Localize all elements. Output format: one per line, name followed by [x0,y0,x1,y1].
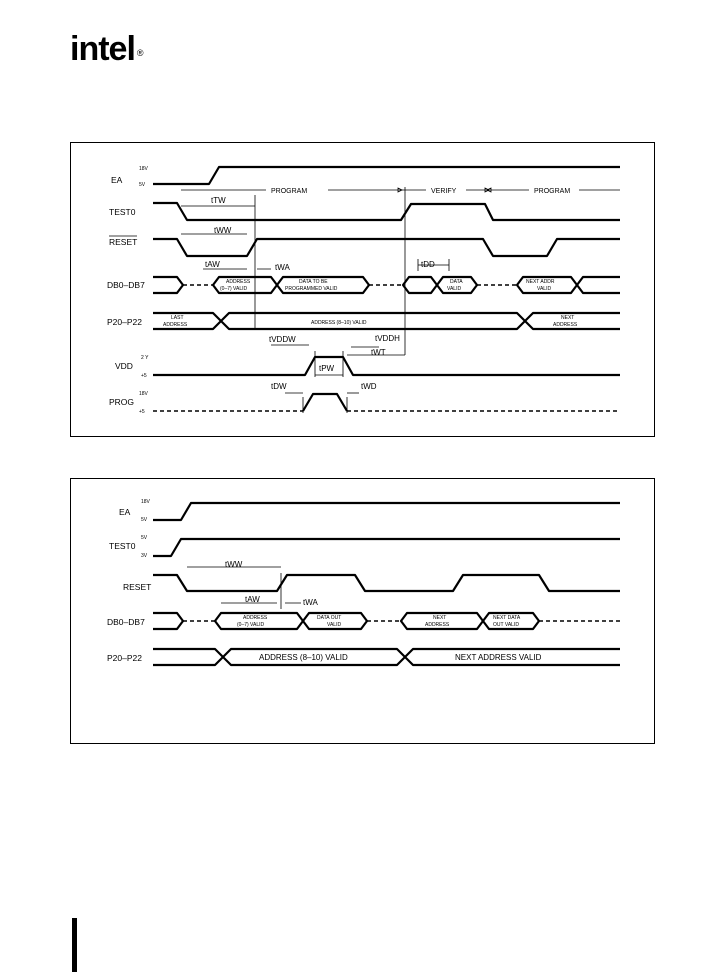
waveform-ea-2 [153,501,620,522]
timing-tvddw: tVDDW [269,335,296,344]
signal-label-p20: P20–P22 [107,317,142,327]
level-prog-low: +5 [139,409,145,415]
timing-taw-2: tAW [245,595,260,604]
p20-last-line2: ADDRESS [163,322,188,328]
timing-twd: tWD [361,382,377,391]
phase-verify: VERIFY [431,188,457,195]
waveform-reset-2 [153,573,620,593]
waveform-vdd [153,355,620,377]
db-datavalid-line2: VALID [447,286,461,292]
timing-tdw: tDW [271,382,287,391]
phase-gap-verify [426,185,466,195]
level-prog-high: 18V [139,391,149,397]
phase-arrows [397,187,492,193]
level-vdd-low: +5 [141,373,147,379]
level-ea-high-2: 18V [141,499,151,505]
p20-next-line1: NEXT [561,315,574,321]
timing-twa-2: tWA [303,598,318,607]
program-verify-timing-diagram: EA 18V 5V PROGRAM VERIFY PROGRAM TEST0 t… [70,142,655,437]
db-data-line1: DATA TO BE [299,279,328,285]
bus-db-seg0 [153,275,185,295]
phase-gap-program [266,185,328,195]
signal-label-reset-2: RESET [123,582,151,592]
waveform-reset [153,237,620,258]
db2-dataout-line2: VALID [327,622,341,628]
timing-tvddh: tVDDH [375,334,400,343]
bus-p20-2-seg0 [153,647,225,667]
signal-label-vdd: VDD [115,361,133,371]
verify-mode-timing-svg: EA 18V 5V TEST0 5V 3V RESET tWW tAW tWA … [107,499,620,667]
signal-label-ea-2: EA [119,507,131,517]
phase-program: PROGRAM [271,188,307,195]
signal-label-db-2: DB0–DB7 [107,617,145,627]
p20-2-addr-label: ADDRESS (8–10) VALID [259,653,348,662]
timing-ttw: tTW [211,196,226,205]
level-ea-high: 18V [139,166,149,172]
signal-label-test0-2: TEST0 [109,541,136,551]
bus-p20-addr [219,311,527,331]
level-test-high: 5V [141,535,148,541]
phase-gap-program2 [529,185,579,195]
timing-taw: tAW [205,260,220,269]
db-nextaddr-line1: NEXT ADDR [526,279,555,285]
vdd-edges [314,351,344,377]
program-verify-timing-svg: EA 18V 5V PROGRAM VERIFY PROGRAM TEST0 t… [107,165,620,415]
db-addr-line1: ADDRESS [226,279,251,285]
waveform-test0 [153,201,620,222]
db2-nextdata-line2: OUT VALID [493,622,519,628]
bus-db2-seg0 [153,611,185,631]
bus-p20-2-next [404,647,620,667]
timing-tww: tWW [214,226,232,235]
db2-nextaddr-line1: NEXT [433,615,446,621]
db-nextaddr-line2: VALID [537,286,551,292]
db2-dataout-line1: DATA OUT [317,615,341,621]
db2-addr-line1: ADDRESS [243,615,268,621]
signal-label-db: DB0–DB7 [107,280,145,290]
level-test-low: 3V [141,553,148,559]
page-margin-bar [72,918,77,972]
prog-edge-markers [302,397,348,413]
signal-label-ea: EA [111,175,123,185]
db2-nextaddr-line2: ADDRESS [425,622,450,628]
logo-text: intel [70,30,136,68]
signal-label-prog: PROG [109,397,134,407]
waveform-prog-pulse [302,392,348,412]
timing-tpw: tPW [319,364,335,373]
bus-db-mid [401,275,439,295]
phase-program-2: PROGRAM [534,188,570,195]
bus-db-tail [576,275,620,295]
p20-2-next-label: NEXT ADDRESS VALID [455,653,542,662]
tdd-dim-lines [417,259,450,271]
db2-nextdata-line1: NEXT DATA [493,615,521,621]
db-data-line2: PROGRAMMED VALID [285,286,338,292]
verify-mode-timing-diagram: EA 18V 5V TEST0 5V 3V RESET tWW tAW tWA … [70,478,655,744]
bus-p20-next [524,311,620,331]
waveform-test0-2 [153,537,620,558]
db2-addr-line2: (0–7) VALID [237,622,265,628]
p20-next-line2: ADDRESS [553,322,578,328]
timing-twt: tWT [371,348,386,357]
signal-label-p20-2: P20–P22 [107,653,142,663]
level-ea-low: 5V [139,182,146,188]
timing-tdd: tDD [421,260,435,269]
db-addr-line2: (0–7) VALID [220,286,248,292]
level-vdd-high: 2 Y [141,355,149,361]
waveform-ea [153,165,620,186]
timing-twa: tWA [275,263,290,272]
signal-label-test0: TEST0 [109,207,136,217]
level-ea-low-2: 5V [141,517,148,523]
timing-tww-2: tWW [225,560,243,569]
p20-addr-label: ADDRESS (8–10) VALID [311,320,367,326]
signal-label-reset: RESET [109,237,137,247]
intel-logo: intel® [70,30,144,68]
db-datavalid-line1: DATA [450,279,463,285]
p20-last-line1: LAST [171,315,184,321]
registered-mark: ® [136,48,144,58]
